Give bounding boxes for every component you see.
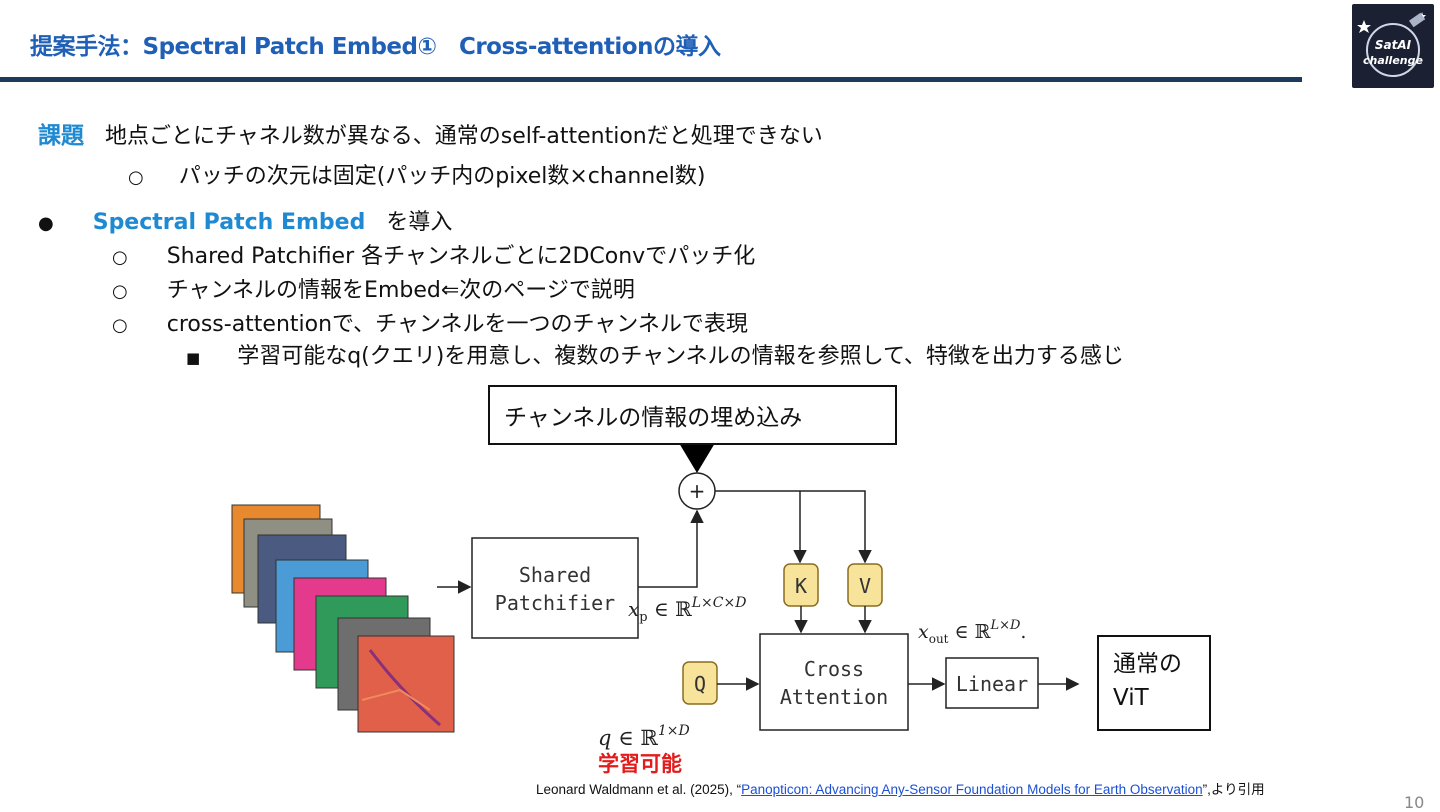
query-label: Q [694,672,706,696]
title-divider [0,77,1302,82]
circle-bullet-icon: ○ [112,315,128,336]
vit-output-box: 通常の ViT [1097,635,1211,731]
svg-text:challenge: challenge [1363,54,1423,67]
channel-layer [357,635,455,733]
spectral-patch-embed-label: Spectral Patch Embed [92,210,366,235]
satai-challenge-logo: SatAI challenge [1352,4,1434,88]
list-item: ○ チャンネルの情報をEmbed⇐次のページで説明 [112,272,635,304]
circle-bullet-icon: ○ [128,167,144,188]
page-number: 10 [1404,793,1425,812]
query-block [682,661,718,705]
xout-formula: xout ∈ ℝL×D. [918,618,1026,646]
linear-label: Linear [956,672,1028,696]
plus-symbol: + [689,479,706,503]
square-bullet-icon: ■ [186,349,201,367]
xp-formula: xp ∈ ℝL×C×D [628,595,746,625]
problem-line: 課題 地点ごとにチャネル数が異なる、通常のself-attentionだと処理で… [38,116,823,150]
spectral-channel-stack [231,504,455,733]
slide-title: 提案手法：Spectral Patch Embed① Cross-attenti… [30,34,721,60]
problem-label: 課題 [38,123,84,149]
cross-attention-block [759,633,909,731]
citation-prefix: Leonard Waldmann et al. (2025), “ [536,782,742,797]
channel-embedding-label: チャンネルの情報の埋め込み [504,405,803,431]
dot-bullet-icon: ● [38,213,54,234]
value-label: V [859,574,871,598]
paper-link[interactable]: Panopticon: Advancing Any-Sensor Foundat… [741,782,1203,797]
list-item-text: チャンネルの情報をEmbed⇐次のページで説明 [166,278,635,303]
list-item-text: cross-attentionで、チャンネルを一つのチャンネルで表現 [166,312,748,337]
channel-embedding-callout: チャンネルの情報の埋め込み [488,385,897,445]
key-label: K [795,574,807,598]
vit-label-line2: ViT [1113,685,1149,711]
linear-block [945,657,1039,709]
list-item-text: Shared Patchifier 各チャンネルごとに2DConvでパッチ化 [166,244,756,269]
circle-bullet-icon: ○ [112,247,128,268]
intro-rest: を導入 [386,210,453,235]
vit-label-line1: 通常の [1113,651,1182,677]
svg-text:SatAI: SatAI [1375,38,1412,52]
logo-icon: SatAI challenge [1357,12,1426,77]
list-item: ○ Shared Patchifier 各チャンネルごとに2DConvでパッチ化 [112,238,755,270]
problem-sub-text: パッチの次元は固定(パッチ内のpixel数×channel数) [178,164,706,189]
problem-text: 地点ごとにチャネル数が異なる、通常のself-attentionだと処理できない [105,124,823,149]
citation-suffix: ”,より引用 [1202,782,1265,797]
patchifier-label-1: Shared [519,563,591,587]
patchifier-label-2: Patchifier [495,591,615,615]
list-item: ○ cross-attentionで、チャンネルを一つのチャンネルで表現 [112,306,748,338]
sub-list-item-text: 学習可能なq(クエリ)を用意し、複数のチャンネルの情報を参照して、特徴を出力する… [237,344,1124,369]
shared-patchifier-block [471,537,639,639]
circle-bullet-icon: ○ [112,281,128,302]
trainable-label: 学習可能 [598,752,682,776]
cross-attention-label-1: Cross [804,657,864,681]
problem-subitem: ○ パッチの次元は固定(パッチ内のpixel数×channel数) [128,158,705,190]
intro-line: ● Spectral Patch Embed を導入 [38,204,452,236]
cross-attention-label-2: Attention [780,685,888,709]
q-formula: q ∈ ℝ1×D [598,723,690,750]
citation: Leonard Waldmann et al. (2025), “Panopti… [536,778,1265,798]
sub-list-item: ■ 学習可能なq(クエリ)を用意し、複数のチャンネルの情報を参照して、特徴を出力… [186,338,1124,370]
